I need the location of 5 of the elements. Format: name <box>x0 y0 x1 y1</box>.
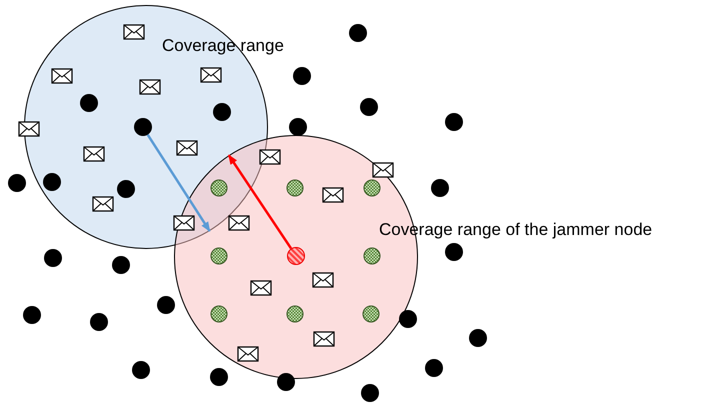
arrow <box>228 154 292 250</box>
range-label: Coverage range <box>162 36 284 56</box>
jammer-node-icon <box>287 247 305 265</box>
arrow <box>146 134 211 232</box>
sensor-node-icon <box>134 118 152 136</box>
